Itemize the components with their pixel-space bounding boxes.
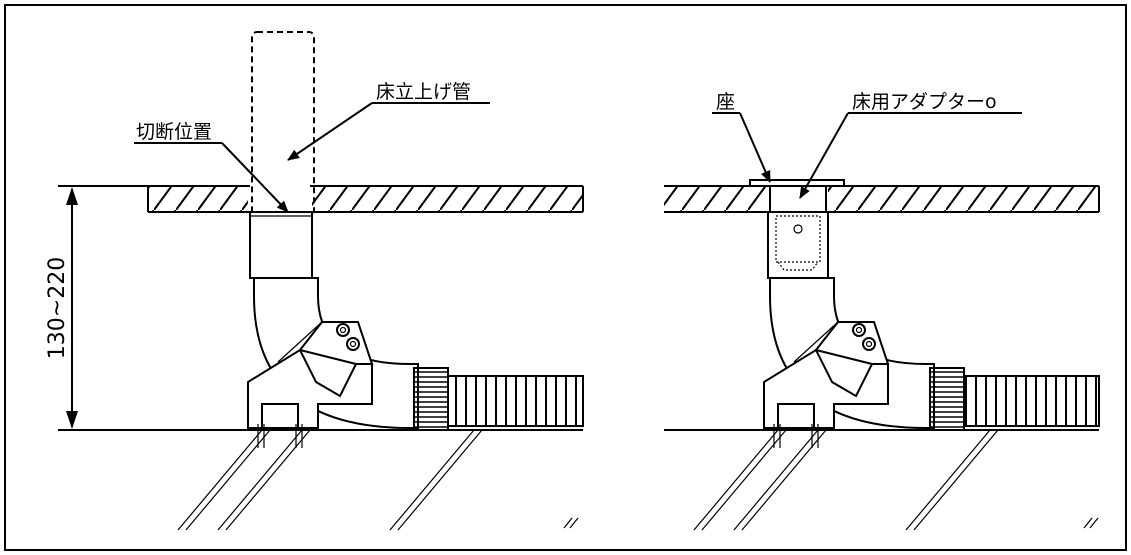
screw-icon [793, 224, 803, 234]
drawing-frame [4, 4, 1127, 551]
floor-slab-right [664, 185, 1100, 213]
bolt-icon [346, 337, 360, 351]
corrugated-hose-right [963, 375, 1100, 427]
base-housing-left [247, 321, 374, 448]
label-seat: 座 [712, 91, 771, 183]
label-cut-position-text: 切断位置 [136, 121, 212, 143]
bolt-icon [852, 323, 866, 337]
label-riser-pipe-text: 床立上げ管 [376, 81, 471, 103]
left-view: 130~220 [45, 31, 584, 531]
floor-adapter [767, 211, 829, 279]
pipe-stub [249, 211, 313, 279]
dimension-height: 130~220 [45, 187, 78, 429]
hose-nut-right [929, 367, 965, 431]
bolt-icon [336, 323, 350, 337]
seat-flange [749, 179, 845, 187]
label-floor-adapter-text: 床用アダプターo [852, 91, 997, 113]
label-riser-pipe: 床立上げ管 [287, 81, 490, 161]
hose-nut-left [413, 367, 449, 431]
base-housing-right [763, 321, 890, 448]
bolt-icon [862, 337, 876, 351]
label-seat-text: 座 [716, 91, 735, 113]
dimension-label: 130~220 [45, 257, 70, 359]
corrugated-hose-left [447, 375, 584, 427]
label-floor-adapter: 床用アダプターo [799, 91, 1022, 199]
label-cut-position: 切断位置 [134, 121, 289, 213]
right-view: 座 床用アダプターo [664, 91, 1100, 531]
underfloor-pipes-right [693, 429, 1099, 531]
floor-slab-left [58, 185, 584, 213]
riser-pipe-dashed [251, 31, 315, 217]
underfloor-pipes-left [177, 429, 579, 531]
